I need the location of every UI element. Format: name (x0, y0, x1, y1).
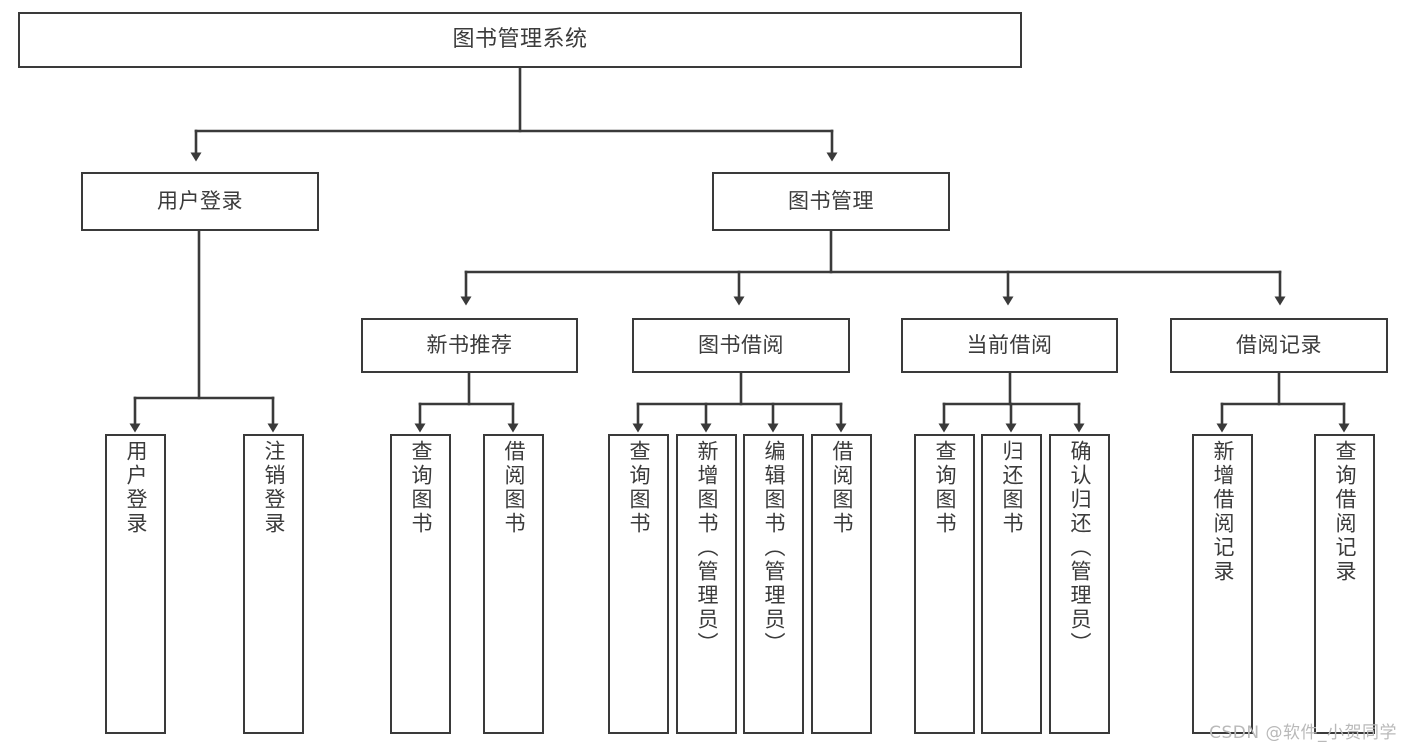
node-leaf-user-login-label: 用户登录 (124, 440, 148, 536)
node-leaf-query-record-label: 查询借阅记录 (1333, 440, 1357, 584)
node-leaf-confirm-return[interactable]: 确认归还（管理员） (1049, 434, 1110, 734)
node-current-borrow[interactable]: 当前借阅 (901, 318, 1118, 373)
node-root-label: 图书管理系统 (452, 27, 588, 53)
node-leaf-add-record-label: 新增借阅记录 (1211, 440, 1235, 584)
node-leaf-borrow-book-2-label: 借阅图书 (830, 440, 854, 536)
node-leaf-query-book-3[interactable]: 查询图书 (914, 434, 975, 734)
node-leaf-add-book[interactable]: 新增图书（管理员） (676, 434, 737, 734)
node-leaf-query-book-2[interactable]: 查询图书 (608, 434, 669, 734)
node-leaf-return-book-label: 归还图书 (1000, 440, 1024, 536)
node-book-manage-label: 图书管理 (788, 189, 874, 214)
node-borrow-record[interactable]: 借阅记录 (1170, 318, 1388, 373)
node-root[interactable]: 图书管理系统 (18, 12, 1022, 68)
node-new-book-rec[interactable]: 新书推荐 (361, 318, 578, 373)
node-leaf-edit-book-label: 编辑图书（管理员） (762, 440, 786, 656)
node-leaf-borrow-book-2[interactable]: 借阅图书 (811, 434, 872, 734)
node-leaf-query-book-2-label: 查询图书 (627, 440, 651, 536)
node-book-borrow[interactable]: 图书借阅 (632, 318, 850, 373)
node-leaf-logout-label: 注销登录 (262, 440, 286, 536)
node-leaf-logout[interactable]: 注销登录 (243, 434, 304, 734)
node-user-login[interactable]: 用户登录 (81, 172, 319, 231)
node-borrow-record-label: 借阅记录 (1236, 333, 1322, 358)
node-user-login-label: 用户登录 (157, 189, 243, 214)
node-book-borrow-label: 图书借阅 (698, 333, 784, 358)
node-leaf-user-login[interactable]: 用户登录 (105, 434, 166, 734)
node-leaf-confirm-return-label: 确认归还（管理员） (1068, 440, 1092, 656)
node-leaf-add-book-label: 新增图书（管理员） (695, 440, 719, 656)
csdn-watermark: CSDN @软件_小贺同学 (1209, 723, 1397, 743)
node-leaf-query-record[interactable]: 查询借阅记录 (1314, 434, 1375, 734)
node-leaf-borrow-book-1-label: 借阅图书 (502, 440, 526, 536)
node-leaf-query-book-1-label: 查询图书 (409, 440, 433, 536)
node-current-borrow-label: 当前借阅 (966, 333, 1053, 358)
node-book-manage[interactable]: 图书管理 (712, 172, 950, 231)
node-leaf-edit-book[interactable]: 编辑图书（管理员） (743, 434, 804, 734)
node-leaf-borrow-book-1[interactable]: 借阅图书 (483, 434, 544, 734)
node-leaf-return-book[interactable]: 归还图书 (981, 434, 1042, 734)
node-new-book-rec-label: 新书推荐 (426, 333, 513, 358)
node-leaf-query-book-3-label: 查询图书 (933, 440, 957, 536)
node-leaf-add-record[interactable]: 新增借阅记录 (1192, 434, 1253, 734)
node-leaf-query-book-1[interactable]: 查询图书 (390, 434, 451, 734)
